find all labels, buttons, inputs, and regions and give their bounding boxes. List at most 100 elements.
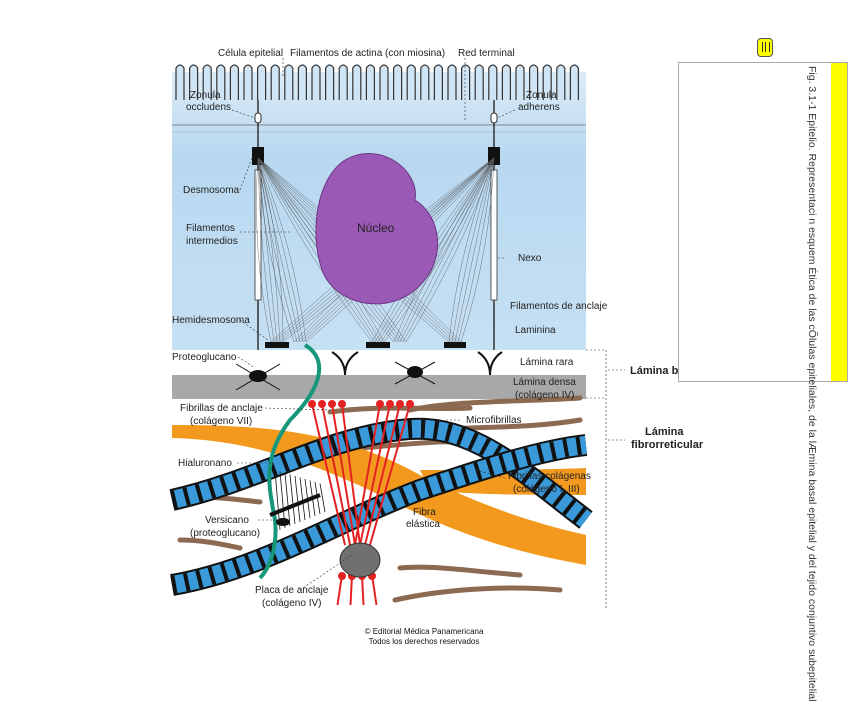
microvillus (474, 64, 484, 100)
versican-chain (319, 483, 326, 513)
epithelium-diagram: Célula epitelial Filamentos de actina (c… (169, 48, 704, 610)
label-lamina-basal: Lámina b (630, 365, 679, 377)
label-celula-epitelial: Célula epitelial (218, 48, 283, 59)
anchoring-fibril-end (406, 400, 414, 408)
anchoring-fibril (321, 403, 351, 546)
microvillus (379, 64, 389, 100)
microvillus (338, 64, 348, 100)
label-fibrillas-colagenas: Fibrillas colágenas (508, 471, 591, 482)
anchoring-fibril (354, 403, 381, 546)
label-nexo: Nexo (518, 253, 542, 264)
intermediate-filament (257, 157, 376, 343)
anchoring-fibril-end (386, 400, 394, 408)
microvillus (447, 64, 457, 100)
microvillus (393, 64, 403, 100)
anchoring-fibril-end (338, 572, 346, 580)
microvillus (189, 64, 199, 100)
anchoring-fibril (371, 574, 378, 606)
label-zonula-occludens: Zonula (190, 90, 221, 101)
label-fibra-elastica: Fibra (413, 507, 436, 518)
microvillus (325, 64, 335, 100)
anchoring-fibril-end (328, 400, 336, 408)
laminin (331, 351, 503, 376)
figure-caption: Fig. 3.1-1 Epitelio. Representaci n esqu… (806, 66, 818, 702)
diagram-labels: Célula epitelial Filamentos de actina (c… (172, 48, 704, 609)
intermediate-filament (405, 157, 495, 343)
copyright-line-1: © Editorial Médica Panamericana (364, 627, 484, 636)
anchoring-fibril (336, 574, 343, 606)
label-lamina-densa: Lámina densa (513, 377, 576, 388)
microvillus (406, 64, 416, 100)
versican-chain (284, 472, 291, 527)
collagen-fibril (170, 419, 592, 528)
versican-chain (294, 475, 301, 523)
label-filamentos-intermedios: Filamentos (186, 223, 235, 234)
microvillus (556, 64, 566, 100)
label-fibrillas-anclaje: Fibrillas de anclaje (180, 403, 263, 414)
versican-chain (289, 474, 296, 525)
microvillus (433, 64, 443, 100)
microvillus (284, 64, 294, 100)
label-placa-anclaje-2: (colágeno IV) (262, 598, 321, 609)
anchoring-fibril (311, 403, 346, 546)
label-zonula-adherens-2: adherens (518, 102, 560, 113)
anchoring-fibril-end (338, 400, 346, 408)
label-hemidesmosoma: Hemidesmosoma (172, 315, 250, 326)
label-filamentos-actina: Filamentos de actina (con miosina) (290, 48, 445, 59)
intermediate-filament (396, 157, 495, 343)
intermediate-filament (454, 157, 495, 343)
anchoring-fibril (359, 403, 391, 546)
epithelial-cells (172, 64, 586, 350)
annotation-popup[interactable] (678, 62, 848, 382)
microvillus (229, 64, 239, 100)
intermediate-filament (257, 157, 295, 343)
microfibril (397, 564, 523, 578)
intermediate-filament (257, 157, 284, 343)
microfibril (327, 405, 473, 415)
intermediate-filament (402, 157, 495, 343)
microvillus (501, 64, 511, 100)
intermediate-filament (448, 157, 495, 343)
copyright-line-2: Todos los derechos reservados (368, 637, 480, 646)
label-proteoglucano: Proteoglucano (172, 352, 237, 363)
label-nucleo: Núcleo (357, 221, 395, 235)
label-red-terminal: Red terminal (458, 48, 515, 59)
label-lamina-densa-2: (colágeno IV) (515, 390, 574, 401)
microvillus (202, 64, 212, 100)
microfibril (392, 585, 563, 603)
microvillus (488, 64, 498, 100)
microvillus (569, 64, 579, 100)
label-lamina-fibrorreticular: Lámina (645, 426, 684, 438)
label-lamina-rara: Lámina rara (520, 357, 574, 368)
label-filamentos-intermedios-2: intermedios (186, 236, 238, 247)
intermediate-filament (383, 157, 495, 343)
microvillus (270, 64, 280, 100)
annotation-highlight-strip (831, 63, 847, 381)
microvillus (515, 64, 525, 100)
anchoring-fibril (341, 403, 361, 546)
versican-chain (299, 477, 306, 521)
hyaluronan (258, 343, 322, 580)
connective-tissue (169, 343, 593, 606)
zonula-occludens-left (254, 112, 262, 124)
elastic-fiber (172, 425, 586, 565)
label-microfibrillas: Microfibrillas (466, 415, 522, 426)
anchoring-fibril (349, 574, 353, 606)
sticky-note-icon[interactable] (757, 38, 773, 57)
anchoring-fibril (361, 574, 365, 606)
anchoring-fibril (364, 403, 401, 546)
microvillus (311, 64, 321, 100)
anchoring-plaque (339, 542, 381, 578)
label-hialuronano: Hialuronano (178, 458, 232, 469)
intermediate-filament (257, 157, 298, 343)
microvillus (461, 64, 471, 100)
label-fibra-elastica-2: elástica (406, 519, 440, 530)
anchoring-fibril (331, 403, 356, 546)
label-zonula-adherens: Zonula (526, 90, 557, 101)
intermediate-filament (451, 157, 495, 343)
microvillus (529, 64, 539, 100)
collagen-fibril (170, 436, 588, 594)
intermediate-filament (257, 157, 275, 343)
label-filamentos-anclaje: Filamentos de anclaje (510, 301, 608, 312)
intermediate-filament (257, 157, 281, 343)
